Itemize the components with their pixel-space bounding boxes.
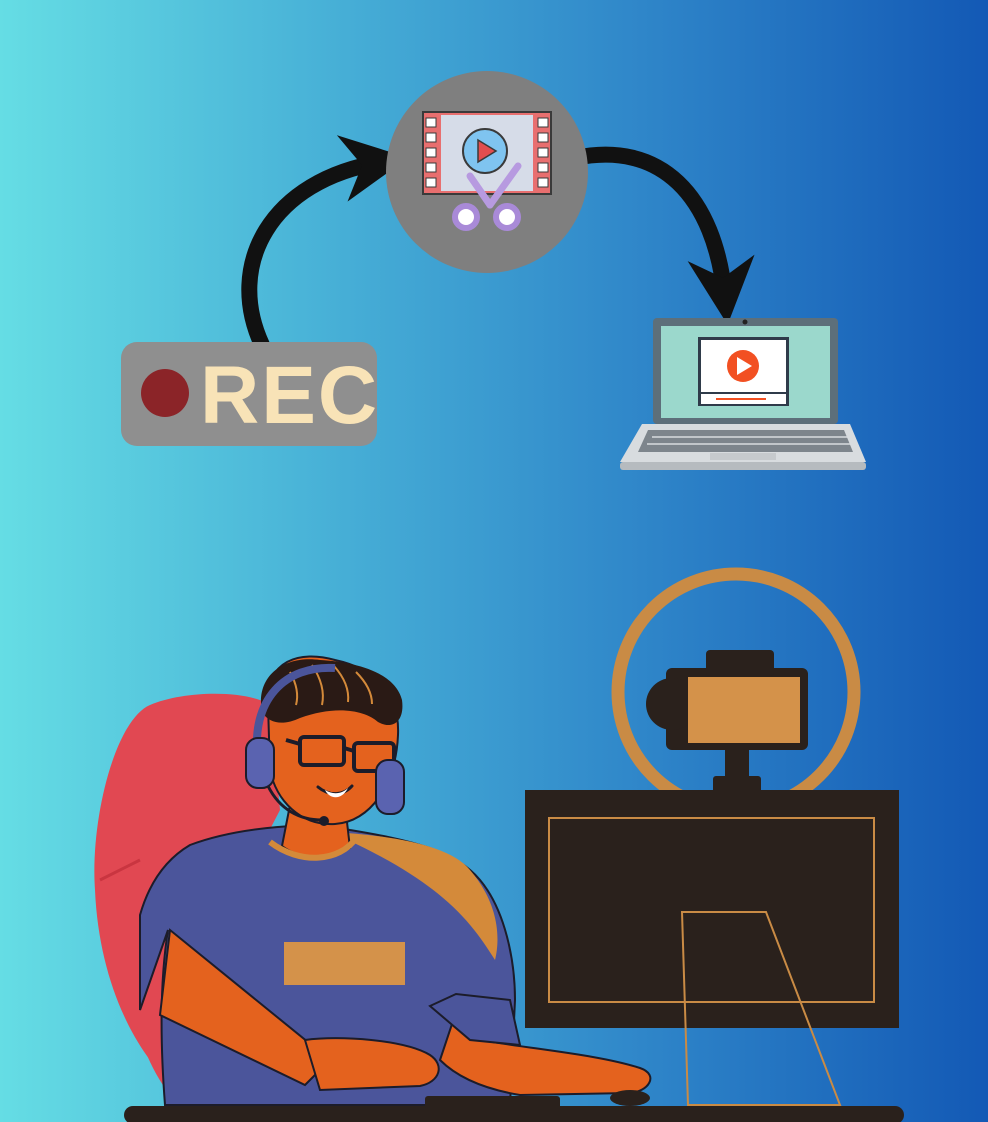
rec-badge: REC (121, 342, 379, 446)
desk (124, 1090, 904, 1122)
ring-light-camera (611, 567, 861, 817)
shirt-patch (284, 942, 405, 985)
glasses (285, 735, 396, 773)
headphones-icon (245, 663, 405, 826)
scissors-icon (452, 162, 522, 231)
desk-monitor (525, 790, 899, 1106)
laptop-play-icon (620, 318, 866, 470)
video-edit-icon (386, 71, 588, 273)
rec-label: REC (200, 350, 379, 441)
arrow-edit-to-laptop (567, 146, 755, 325)
record-dot-icon (141, 369, 189, 417)
streamer-person (139, 655, 652, 1106)
arrow-rec-to-edit (241, 135, 409, 353)
